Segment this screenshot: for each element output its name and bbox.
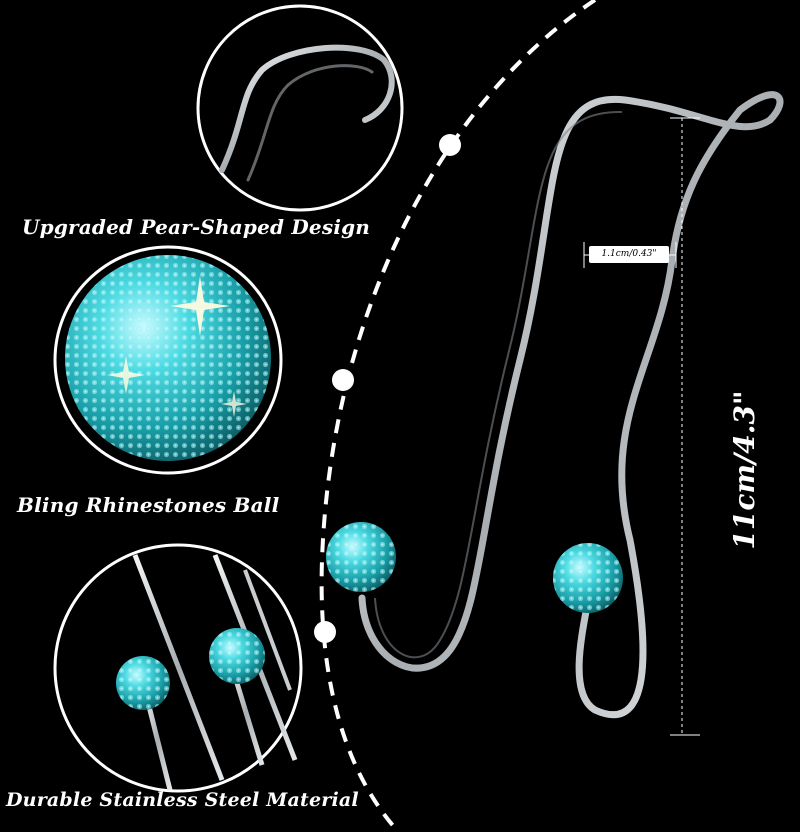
height-dimension-label: 11cm/4.3" — [728, 390, 761, 550]
feature-caption-material: Durable Stainless Steel Material — [6, 789, 359, 811]
feature-circle-rhinestone — [53, 245, 283, 475]
feature-circle-pear-shape — [196, 4, 404, 212]
feature-caption-rhinestone: Bling Rhinestones Ball — [17, 493, 280, 517]
dashed-divider-arc — [314, 0, 597, 830]
hook-product — [326, 91, 784, 719]
width-dimension-label: 1.1cm/0.43" — [589, 246, 669, 263]
feature-caption-design: Upgraded Pear-Shaped Design — [22, 215, 371, 239]
feature-circle-steel — [53, 543, 303, 793]
